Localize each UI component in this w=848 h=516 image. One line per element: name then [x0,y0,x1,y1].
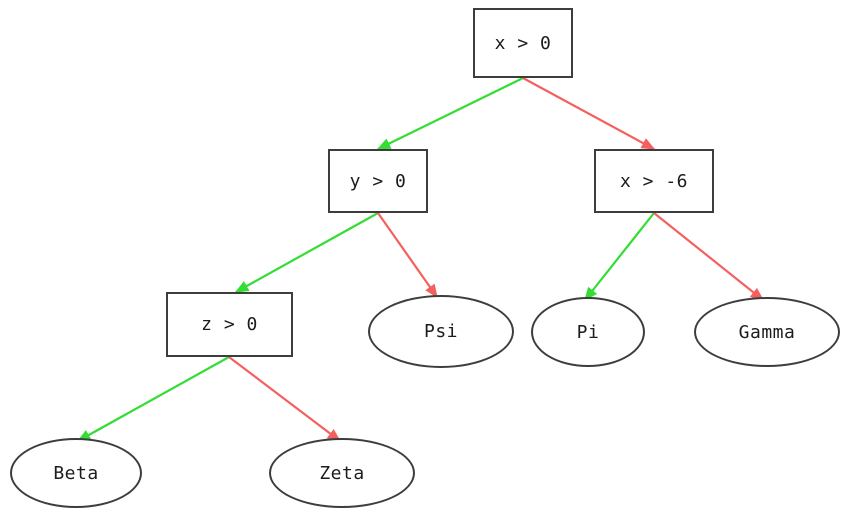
node-beta[interactable]: Beta [10,438,142,508]
node-label: Beta [53,462,99,484]
node-psi[interactable]: Psi [368,295,514,368]
node-xm6[interactable]: x > -6 [594,149,714,213]
node-root[interactable]: x > 0 [473,8,573,78]
node-zeta[interactable]: Zeta [269,438,415,508]
node-pi[interactable]: Pi [531,297,645,367]
node-z0[interactable]: z > 0 [166,292,293,357]
node-label: x > 0 [494,32,552,54]
edge-y0-to-psi [377,212,438,299]
node-gamma[interactable]: Gamma [694,297,840,367]
edge-root-to-y0 [376,77,524,150]
node-label: y > 0 [349,170,407,192]
node-y0[interactable]: y > 0 [328,149,428,213]
node-label: Zeta [319,462,365,484]
node-label: Gamma [738,321,796,343]
node-label: x > -6 [619,170,689,192]
node-label: Pi [576,321,600,343]
edge-xm6-to-pi [584,212,655,302]
node-label: z > 0 [201,314,258,335]
edge-z0-to-zeta [228,356,342,442]
edge-xm6-to-gamma [653,212,765,301]
node-label: Psi [423,321,458,342]
edge-root-to-xm6 [522,77,656,150]
edge-y0-to-z0 [234,212,379,293]
edge-z0-to-beta [76,356,230,442]
